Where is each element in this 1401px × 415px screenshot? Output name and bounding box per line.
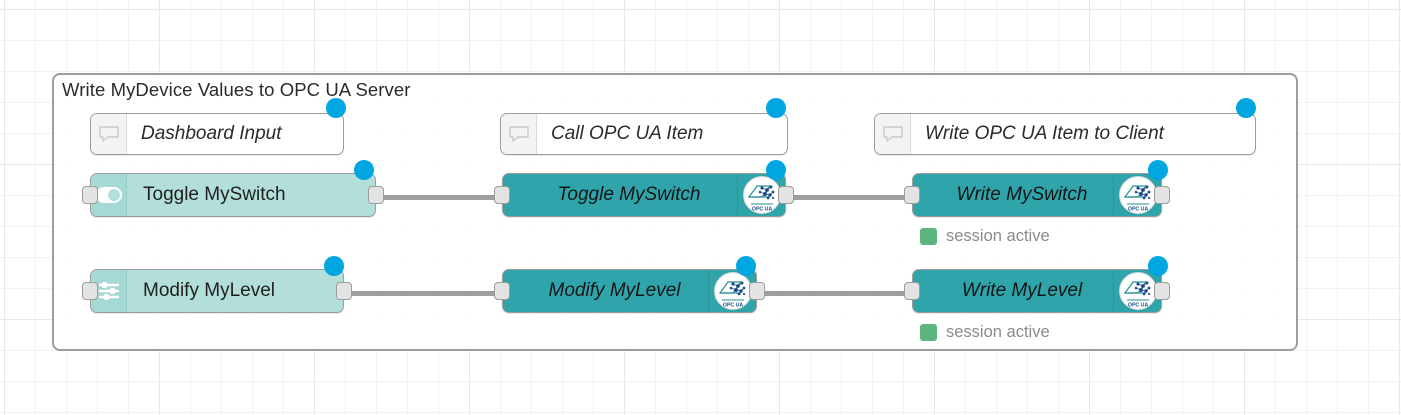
status-indicator-green [920, 228, 937, 245]
opcua-node-modify-mylevel[interactable]: Modify MyLevel [494, 269, 765, 313]
status-label: session active [946, 323, 1050, 341]
node-label: Toggle MySwitch [557, 184, 701, 205]
input-port[interactable] [494, 282, 510, 300]
opcua-node-write-myswitch[interactable]: Write MySwitch [904, 173, 1170, 217]
dashboard-node-modify-mylevel[interactable]: Modify MyLevel [82, 269, 352, 313]
status-dot-dashboard-input [326, 98, 346, 118]
node-label: Modify MyLevel [143, 280, 275, 301]
group-title: Write MyDevice Values to OPC UA Server [62, 79, 411, 100]
opc-ua-logo-caption: OPC UA [722, 303, 742, 309]
comment-bubble-icon [91, 114, 127, 154]
input-port[interactable] [904, 282, 920, 300]
node-label: Write MySwitch [956, 184, 1088, 205]
node-label: Toggle MySwitch [143, 184, 286, 205]
status-label: session active [946, 227, 1050, 245]
status-dot-toggle-myswitch [354, 160, 374, 180]
opc-ua-logo-caption: OPC UA [751, 207, 771, 213]
comment-label: Write OPC UA Item to Client [925, 123, 1164, 144]
status-indicator-green [920, 324, 937, 341]
comment-node-write-opc-ua-item-to-client[interactable]: Write OPC UA Item to Client [874, 113, 1256, 155]
wire-toggle-dash-to-call [378, 195, 502, 200]
output-port[interactable] [749, 282, 765, 300]
status-dot-modify-mylevel [324, 256, 344, 276]
node-status-write-mylevel: session active [920, 323, 1050, 342]
status-dot-write-mylevel [1148, 256, 1168, 276]
input-port[interactable] [82, 186, 98, 204]
opc-ua-logo-caption: OPC UA [1127, 207, 1147, 213]
comment-label: Dashboard Input [141, 123, 282, 144]
status-dot-opcua-modify-mylevel [736, 256, 756, 276]
comment-node-dashboard-input[interactable]: Dashboard Input [90, 113, 344, 155]
node-label: Modify MyLevel [548, 280, 681, 301]
output-port[interactable] [336, 282, 352, 300]
input-port[interactable] [904, 186, 920, 204]
opc-ua-logo-icon: OPC UA [708, 270, 756, 312]
comment-node-call-opc-ua-item[interactable]: Call OPC UA Item [500, 113, 788, 155]
opc-ua-logo-icon: OPC UA [737, 174, 785, 216]
opcua-node-toggle-myswitch[interactable]: Toggle MySwitch [494, 173, 794, 217]
wire-level-dash-to-call [346, 291, 502, 296]
output-port[interactable] [368, 186, 384, 204]
comment-bubble-icon [501, 114, 537, 154]
status-dot-write-opc-ua-item-to-client [1236, 98, 1256, 118]
output-port[interactable] [778, 186, 794, 204]
opc-ua-logo-caption: OPC UA [1127, 303, 1147, 309]
comment-bubble-icon [875, 114, 911, 154]
node-label: Write MyLevel [961, 280, 1083, 301]
node-status-write-myswitch: session active [920, 227, 1050, 246]
input-port[interactable] [82, 282, 98, 300]
wire-toggle-call-to-write [786, 195, 912, 200]
wire-level-call-to-write [757, 291, 912, 296]
opcua-node-write-mylevel[interactable]: Write MyLevel [904, 269, 1170, 313]
status-dot-call-opc-ua-item [766, 98, 786, 118]
dashboard-node-toggle-myswitch[interactable]: Toggle MySwitch [82, 173, 384, 217]
output-port[interactable] [1154, 186, 1170, 204]
output-port[interactable] [1154, 282, 1170, 300]
status-dot-write-myswitch [1148, 160, 1168, 180]
comment-label: Call OPC UA Item [551, 123, 704, 144]
input-port[interactable] [494, 186, 510, 204]
status-dot-opcua-toggle-myswitch [766, 160, 786, 180]
